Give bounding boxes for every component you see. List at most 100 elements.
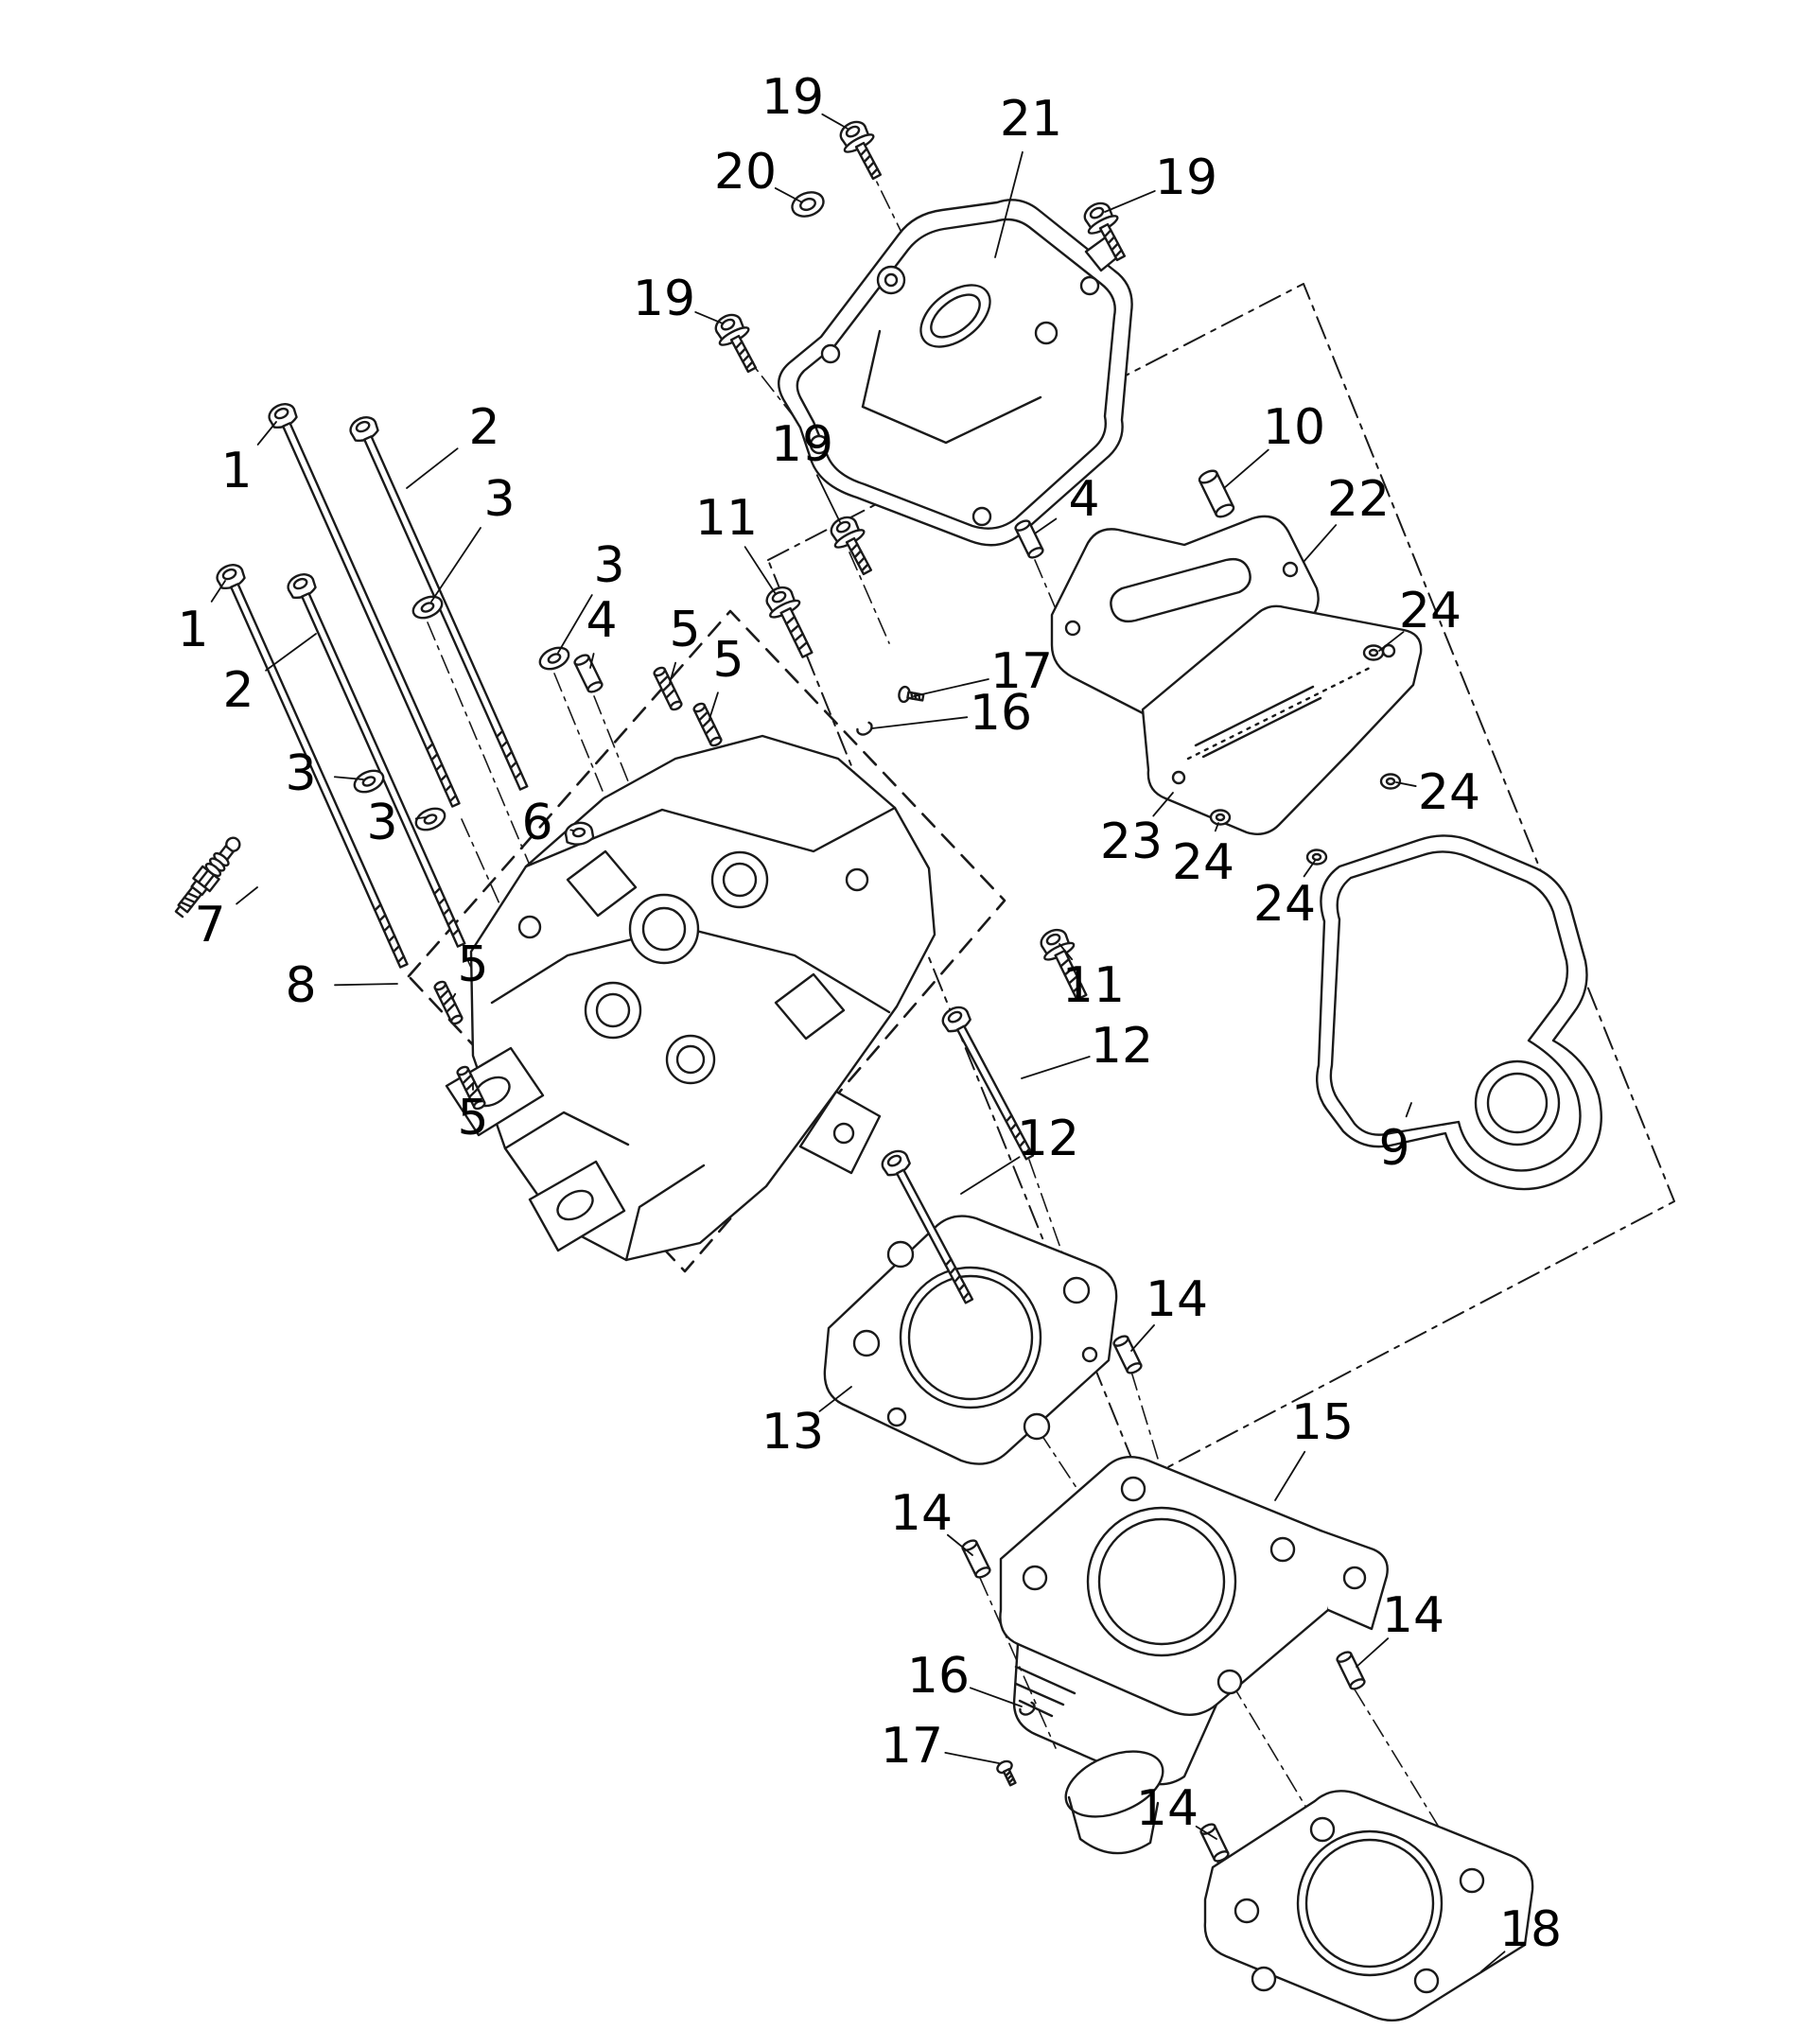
part-callout-19: 19 xyxy=(1154,149,1218,206)
leader-line-2 xyxy=(265,633,317,672)
leader-line-12 xyxy=(1021,1056,1091,1079)
leader-line-24 xyxy=(1303,860,1316,878)
cylinder-block xyxy=(999,1455,1389,1855)
part-callout-12: 12 xyxy=(1090,1018,1154,1075)
leader-line-14 xyxy=(1130,1324,1155,1352)
part-callout-16: 16 xyxy=(969,685,1033,742)
leader-line-14 xyxy=(1195,1825,1217,1840)
leader-line-1 xyxy=(256,421,277,446)
part-callout-8: 8 xyxy=(285,957,317,1014)
part-callout-22: 22 xyxy=(1326,471,1391,528)
part-callout-17: 17 xyxy=(880,1718,944,1775)
leader-line-15 xyxy=(1274,1450,1306,1501)
leader-line-9 xyxy=(1405,1102,1412,1118)
part-callout-20: 20 xyxy=(713,144,778,201)
part-callout-7: 7 xyxy=(194,897,226,954)
head-gasket xyxy=(823,1215,1118,1465)
part-callout-4: 4 xyxy=(1068,471,1100,528)
part-callout-24: 24 xyxy=(1417,764,1481,821)
leader-line-16 xyxy=(969,1687,1023,1707)
leader-line-17 xyxy=(944,1752,1000,1764)
leader-line-10 xyxy=(1223,448,1269,489)
part-callout-9: 9 xyxy=(1378,1120,1410,1177)
part-callout-5: 5 xyxy=(669,602,701,658)
part-callout-19: 19 xyxy=(632,271,696,327)
part-callout-11: 11 xyxy=(1061,957,1126,1014)
part-callout-24: 24 xyxy=(1398,583,1462,639)
leader-line-16 xyxy=(871,716,969,729)
part-callout-14: 14 xyxy=(889,1485,954,1542)
leader-line-18 xyxy=(1480,1951,1506,1972)
leader-line-3 xyxy=(333,776,364,780)
part-callout-10: 10 xyxy=(1262,399,1326,456)
part-callout-14: 14 xyxy=(1381,1587,1445,1644)
part-callout-15: 15 xyxy=(1290,1394,1355,1451)
leader-line-1 xyxy=(210,580,226,603)
leader-line-4 xyxy=(589,653,595,669)
leader-line-4 xyxy=(1034,517,1058,534)
leader-lines xyxy=(210,113,1506,1972)
spark-plug xyxy=(174,836,241,919)
part-callout-11: 11 xyxy=(694,490,759,547)
leader-line-21 xyxy=(994,150,1024,258)
part-callout-19: 19 xyxy=(761,69,825,126)
part-callout-2: 2 xyxy=(468,399,500,456)
leader-line-19 xyxy=(1104,190,1156,213)
leader-line-24 xyxy=(1378,631,1405,652)
leader-line-11 xyxy=(744,546,777,595)
leader-line-5 xyxy=(451,992,457,1000)
leader-line-8 xyxy=(334,983,398,987)
part-callout-24: 24 xyxy=(1171,834,1235,891)
leader-line-14 xyxy=(947,1533,973,1556)
part-callout-3: 3 xyxy=(366,795,398,851)
leader-line-5 xyxy=(709,691,719,720)
leader-line-19 xyxy=(694,311,724,324)
part-callout-5: 5 xyxy=(712,632,744,689)
part-callout-23: 23 xyxy=(1099,814,1164,870)
part-callout-19: 19 xyxy=(770,416,834,473)
part-callout-3: 3 xyxy=(483,471,516,528)
cylinder-head xyxy=(445,734,936,1262)
part-callout-14: 14 xyxy=(1135,1780,1199,1837)
leader-line-20 xyxy=(774,187,803,203)
base-gasket xyxy=(1203,1790,1534,2022)
leader-line-23 xyxy=(1152,792,1174,817)
leader-line-3 xyxy=(414,816,427,820)
leader-line-22 xyxy=(1303,524,1338,563)
leader-line-7 xyxy=(236,886,258,905)
leader-line-12 xyxy=(960,1156,1021,1195)
leader-line-6 xyxy=(569,829,574,831)
part-callout-16: 16 xyxy=(906,1648,971,1705)
part-callout-24: 24 xyxy=(1252,876,1317,933)
leader-line-19 xyxy=(815,474,841,523)
valve-cover xyxy=(778,199,1133,547)
part-callout-1: 1 xyxy=(220,443,253,499)
part-callout-6: 6 xyxy=(521,795,553,851)
leader-line-17 xyxy=(913,678,989,697)
part-callout-13: 13 xyxy=(761,1404,825,1461)
leader-line-2 xyxy=(406,447,459,489)
part-callout-14: 14 xyxy=(1145,1271,1209,1328)
part-callout-5: 5 xyxy=(457,936,489,993)
part-callout-21: 21 xyxy=(999,91,1063,148)
cover-gasket xyxy=(1316,834,1602,1191)
part-callout-12: 12 xyxy=(1016,1111,1080,1167)
leader-line-13 xyxy=(818,1386,852,1412)
part-callout-18: 18 xyxy=(1498,1901,1563,1958)
leader-line-19 xyxy=(821,113,849,130)
part-callout-2: 2 xyxy=(222,662,254,719)
leader-line-14 xyxy=(1356,1637,1390,1668)
part-callout-1: 1 xyxy=(177,602,209,658)
part-callout-3: 3 xyxy=(593,537,625,594)
plate xyxy=(1141,604,1423,835)
part-callout-17: 17 xyxy=(989,643,1054,700)
leader-line-3 xyxy=(557,594,593,654)
leader-line-24 xyxy=(1395,781,1417,787)
leader-line-11 xyxy=(1059,943,1074,961)
part-callout-3: 3 xyxy=(285,745,317,802)
leader-line-24 xyxy=(1214,822,1219,832)
part-callout-5: 5 xyxy=(457,1090,489,1146)
